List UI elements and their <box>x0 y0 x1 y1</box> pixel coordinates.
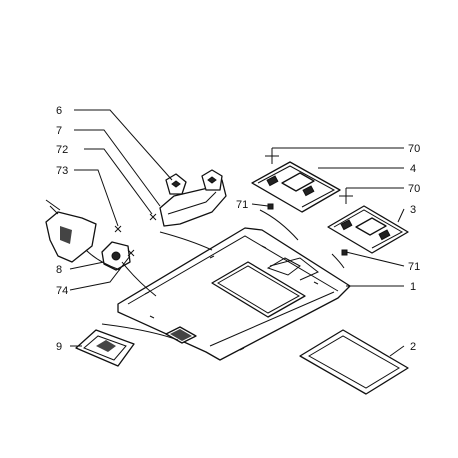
grab-handle <box>159 169 227 227</box>
mounting-bracket <box>45 199 97 263</box>
fastener-markers <box>114 148 353 257</box>
callout-73: 73 <box>56 165 68 177</box>
callout-4: 4 <box>410 163 416 175</box>
callout-9: 9 <box>56 341 62 353</box>
trim-clip <box>101 241 131 271</box>
callout-70-lower: 70 <box>408 183 420 195</box>
sunroof-seal-frame <box>299 329 409 395</box>
callout-7: 7 <box>56 125 62 137</box>
front-cover-panel <box>75 329 135 367</box>
callout-1: 1 <box>410 281 416 293</box>
roof-console-lower <box>327 205 409 254</box>
callout-72: 72 <box>56 144 68 156</box>
roof-console-upper <box>251 161 341 213</box>
leader-lines <box>69 109 405 357</box>
callout-3: 3 <box>410 204 416 216</box>
assembly-lines <box>85 209 345 341</box>
callout-labels: 6 7 72 73 8 74 9 70 4 71 70 3 71 1 2 <box>56 105 420 353</box>
callout-70-upper: 70 <box>408 143 420 155</box>
callout-6: 6 <box>56 105 62 117</box>
callout-2: 2 <box>410 341 416 353</box>
callout-71-left: 71 <box>236 199 248 211</box>
callout-71-right: 71 <box>408 261 420 273</box>
callout-8: 8 <box>56 264 62 276</box>
callout-74: 74 <box>56 285 68 297</box>
headliner-panel <box>117 227 351 361</box>
